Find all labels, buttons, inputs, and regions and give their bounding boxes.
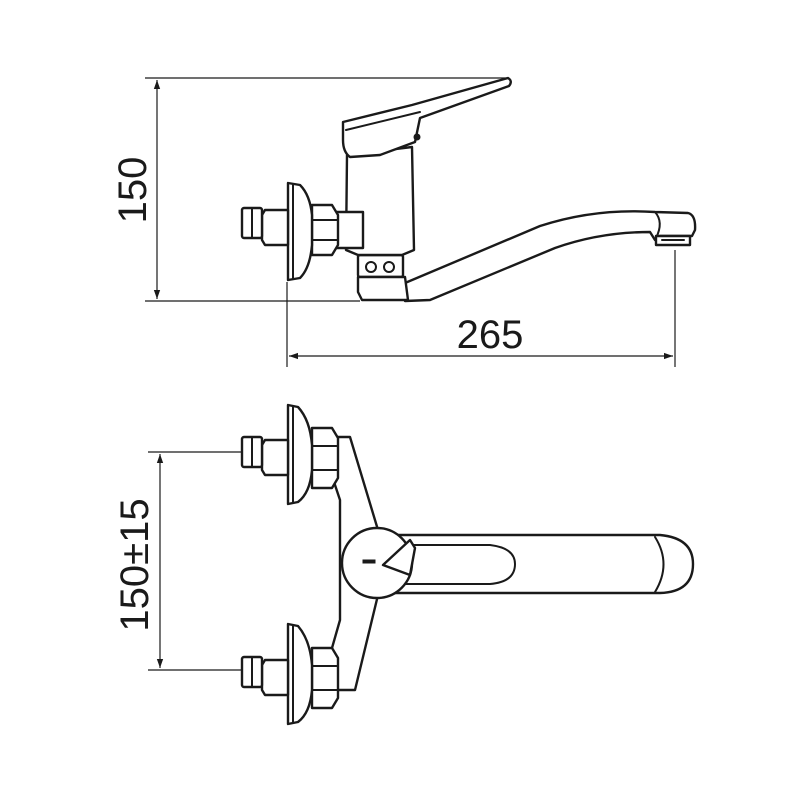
top-view: 150±15 — [113, 403, 695, 726]
lower-nut — [310, 646, 340, 710]
base-hole-right — [383, 261, 395, 273]
base-hole-left — [365, 261, 377, 273]
lever-handle — [341, 76, 512, 159]
width-dimension-label: 265 — [457, 313, 524, 357]
lower-flange — [286, 622, 314, 726]
handle-logo — [362, 559, 376, 564]
spout-top — [393, 533, 695, 595]
lever-pivot — [413, 133, 421, 141]
base-ring — [356, 253, 405, 279]
upper-connector — [240, 403, 340, 506]
upper-hex — [260, 438, 290, 477]
lower-hex — [260, 658, 290, 697]
upper-nut — [310, 426, 340, 490]
spout-tip-line — [654, 536, 665, 593]
connector-nut — [310, 203, 340, 257]
handle-lever-top — [381, 538, 417, 577]
wall-flange — [286, 181, 314, 282]
base-bottom — [356, 275, 410, 302]
height-dimension-label: 150 — [111, 157, 155, 224]
upper-flange — [286, 403, 314, 506]
side-view: 150 265 — [111, 76, 697, 367]
eccentric-hex — [260, 208, 290, 247]
spout-top-inner — [404, 544, 516, 585]
spout — [403, 210, 697, 303]
lower-connector — [240, 622, 340, 726]
lever-handle-edge — [345, 111, 421, 131]
spacing-dimension-label: 150±15 — [113, 498, 157, 631]
